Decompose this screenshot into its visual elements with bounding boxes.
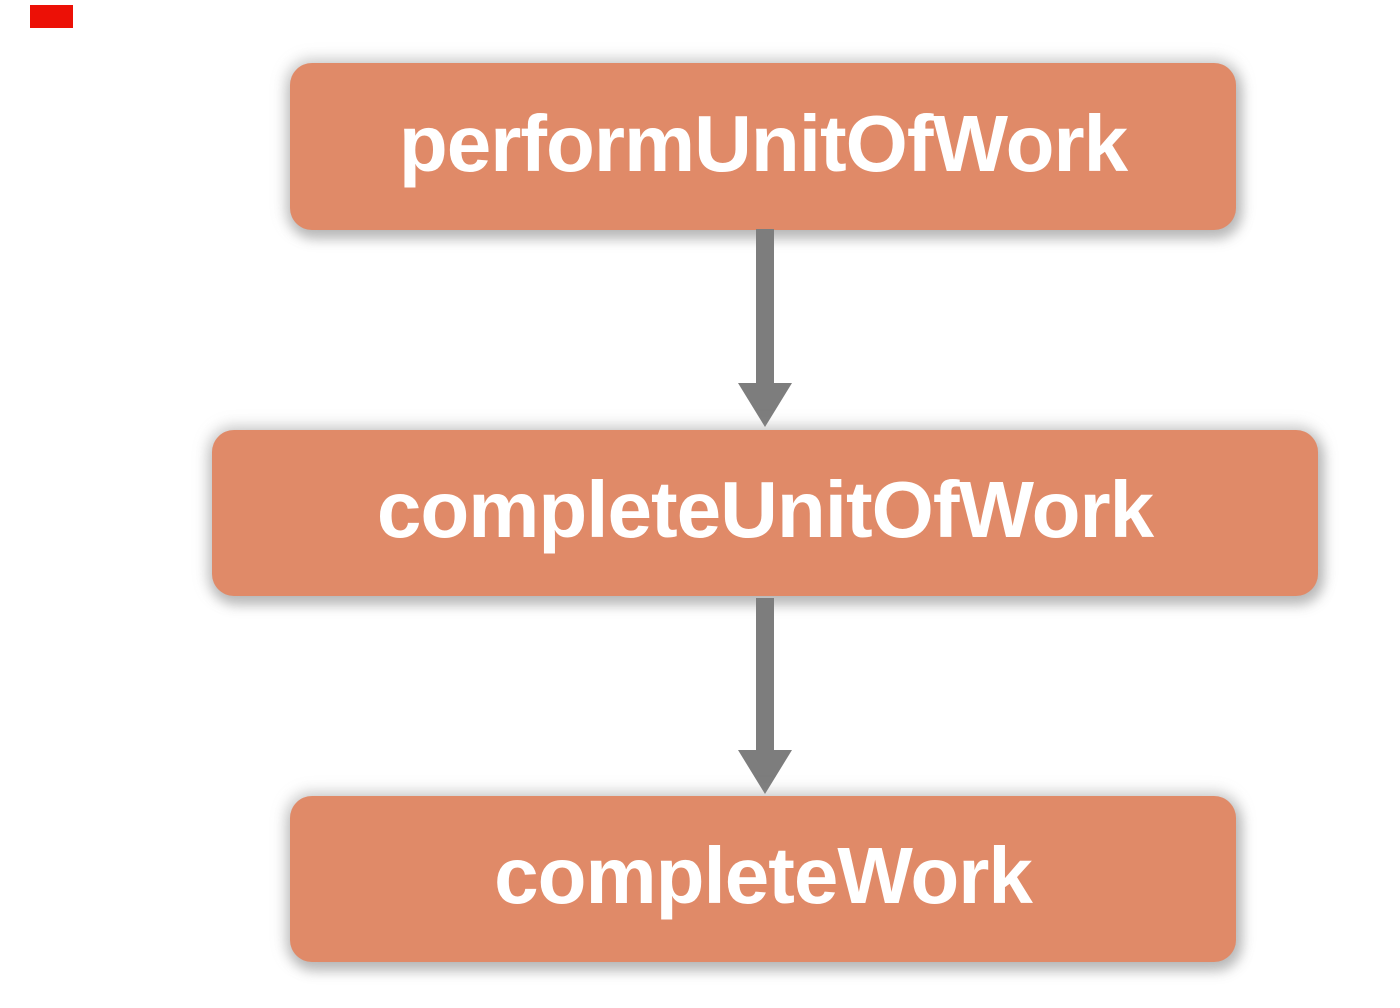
node-complete-unit-of-work: completeUnitOfWork (212, 430, 1318, 596)
red-marker (30, 5, 73, 28)
arrow-down-icon (738, 383, 792, 427)
node-complete-unit-of-work-label: completeUnitOfWork (376, 465, 1154, 554)
node-perform-unit-of-work: performUnitOfWork (290, 63, 1236, 230)
node-complete-work-label: completeWork (494, 831, 1033, 920)
arrow-shaft (756, 229, 774, 384)
node-complete-work: completeWork (290, 796, 1236, 962)
arrow-shaft (756, 598, 774, 751)
node-perform-unit-of-work-label: performUnitOfWork (398, 98, 1128, 188)
arrow-down-icon (738, 750, 792, 794)
